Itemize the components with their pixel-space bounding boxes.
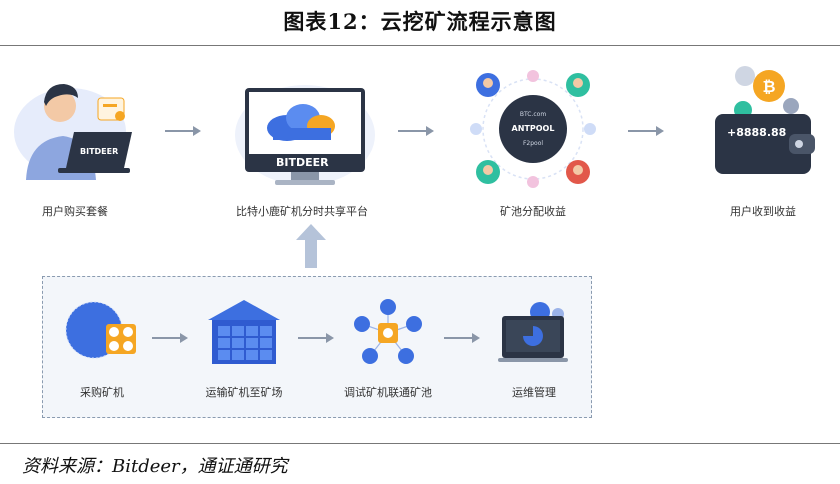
step-label-connect: 调试矿机联通矿池 [344, 386, 432, 399]
step-label-receive: 用户收到收益 [730, 205, 796, 218]
step-label-pool: 矿池分配收益 [500, 205, 566, 218]
arrow-up-icon [296, 224, 326, 268]
step-label-operations: 运维管理 [512, 386, 556, 399]
top-rule [0, 45, 840, 46]
pool-name-antpool: ANTPOOL [512, 124, 555, 133]
step-label-purchase: 采购矿机 [80, 386, 124, 399]
ops-monitor-gear-illustration [498, 302, 568, 362]
figure-title: 图表12：云挖矿流程示意图 [283, 9, 557, 34]
arrow-right-icon [165, 126, 201, 136]
arrow-right-icon [398, 126, 434, 136]
monitor-brand-text: BITDEER [276, 156, 329, 169]
step-label-buy: 用户购买套餐 [42, 205, 108, 218]
arrow-right-icon [152, 333, 188, 343]
network-connect-illustration [354, 299, 422, 364]
wallet-coins-illustration: ₿ +8888.88 [715, 66, 815, 174]
arrow-right-icon [444, 333, 480, 343]
bottom-rule [0, 443, 840, 444]
svg-text:₿: ₿ [762, 77, 775, 96]
pool-name-f2pool: F2pool [523, 140, 543, 147]
wallet-amount: +8888.88 [727, 126, 786, 139]
monitor-cloud-illustration: BITDEER [235, 85, 375, 185]
user-laptop-illustration: BITDEER [14, 84, 132, 180]
arrow-right-icon [298, 333, 334, 343]
step-label-transport: 运输矿机至矿场 [205, 386, 283, 399]
warehouse-illustration [208, 300, 280, 364]
mining-pool-illustration: BTC.com ANTPOOL F2pool [470, 70, 596, 188]
laptop-brand-text: BITDEER [80, 147, 118, 156]
step-label-platform: 比特小鹿矿机分时共享平台 [236, 205, 368, 218]
arrow-right-icon [628, 126, 664, 136]
globe-miner-illustration [65, 301, 136, 359]
pool-name-btccom: BTC.com [520, 111, 546, 118]
source-note: 资料来源：Bitdeer，通证通研究 [22, 456, 288, 477]
